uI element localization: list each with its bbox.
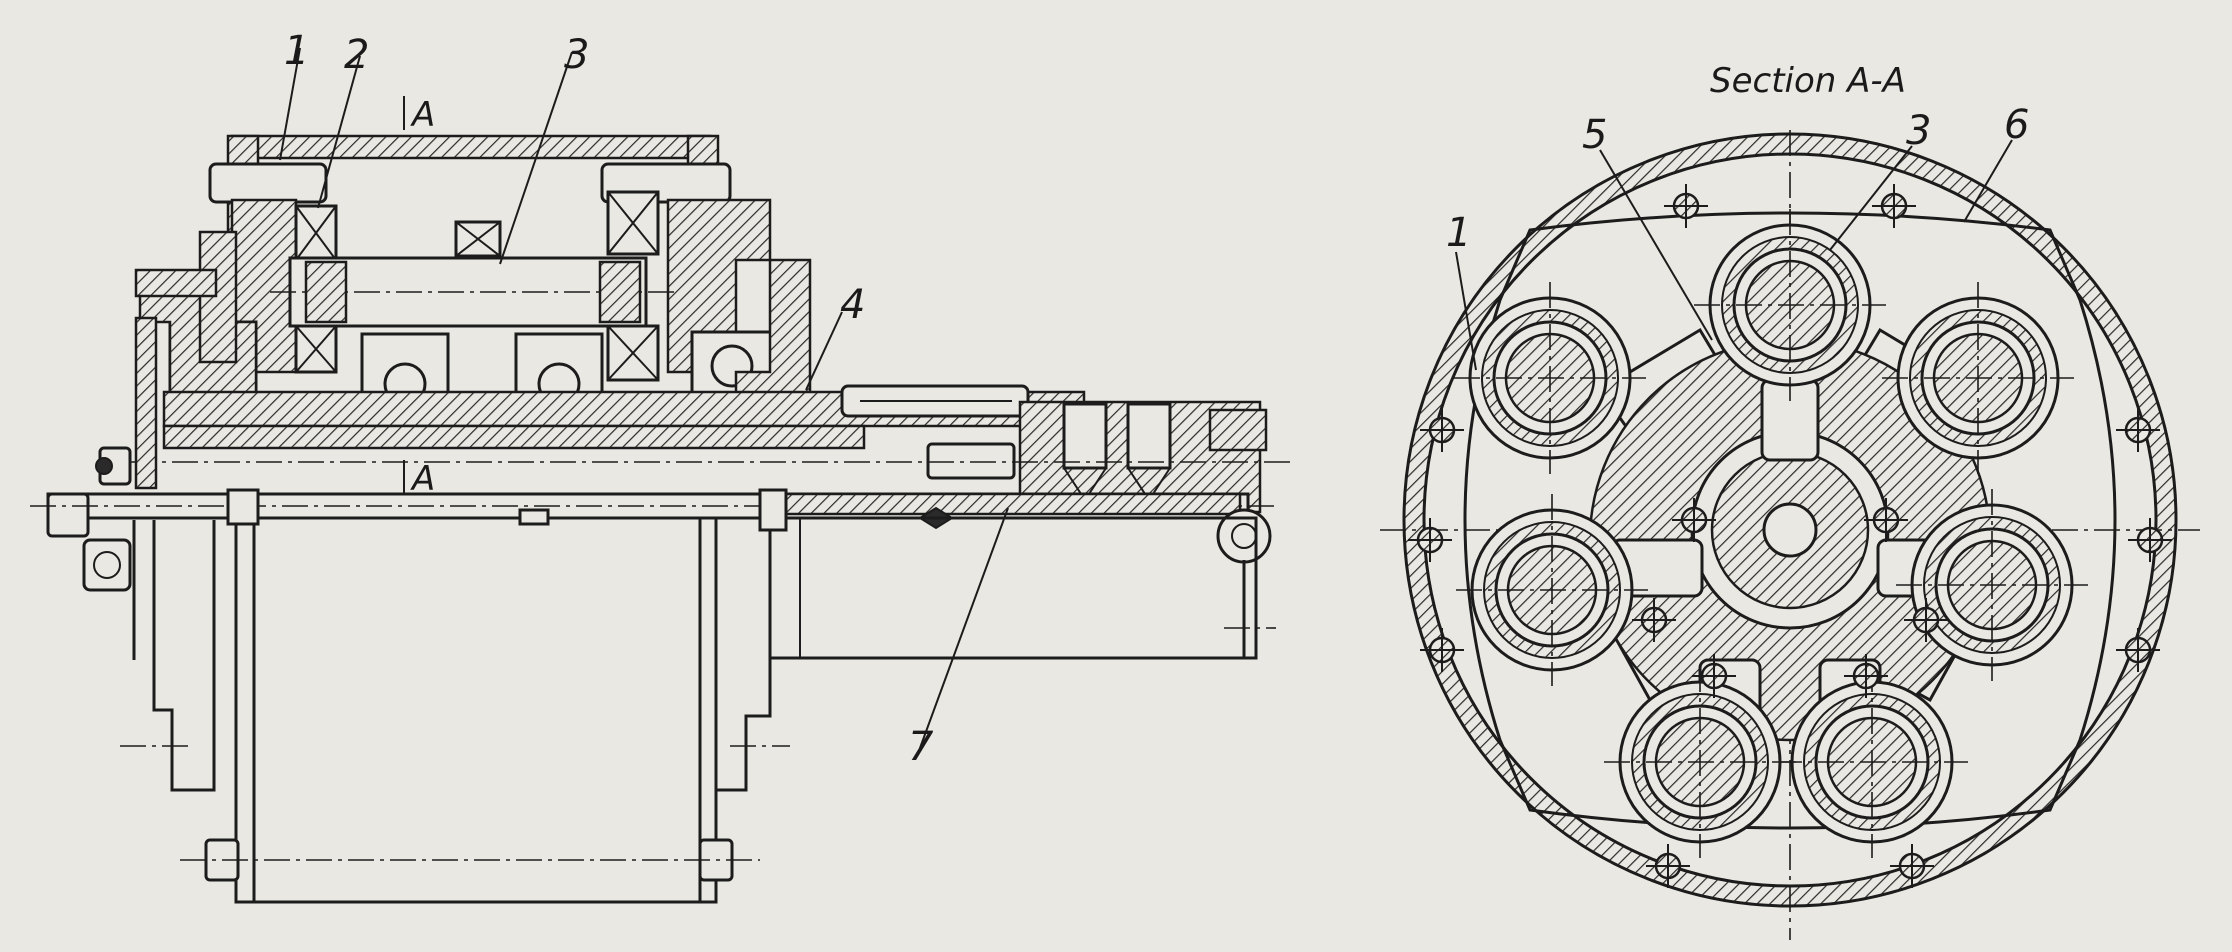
bolt-9 <box>1646 844 1690 888</box>
leader-s5 <box>1599 149 1713 341</box>
planet-bearing-7 <box>1454 282 1646 474</box>
motor-housing <box>120 488 1276 904</box>
bolt-5 <box>1408 518 1452 562</box>
section-mark-top: A <box>403 95 435 135</box>
label-s6: 6 <box>2004 102 2029 148</box>
label-1: 1 <box>284 28 309 74</box>
label-s5: 5 <box>1582 112 1607 158</box>
bolt-14 <box>1844 654 1888 698</box>
housing-bolts <box>1408 184 2172 888</box>
bolt-16 <box>1864 498 1908 542</box>
nozzle-left <box>1062 402 1108 470</box>
planet-bearings <box>1454 209 2088 858</box>
leader-2 <box>317 55 361 209</box>
bolt-13 <box>1692 654 1736 698</box>
label-7: 7 <box>908 724 934 770</box>
planet-bearing-3 <box>1896 489 2088 681</box>
top-cover <box>230 134 712 160</box>
label-s1: 1 <box>1446 210 1471 256</box>
bolt-7 <box>1420 628 1464 672</box>
label-s3: 3 <box>1906 108 1931 154</box>
planet-bearing-5 <box>1604 666 1796 858</box>
bolt-1 <box>1664 184 1708 228</box>
section-a-a-view: Section A-A <box>1380 61 2200 940</box>
bolt-4 <box>2116 408 2160 452</box>
leader-s1 <box>1455 251 1477 371</box>
bolt-6 <box>2128 518 2172 562</box>
leader-7 <box>919 507 1009 749</box>
nozzle-right <box>1126 402 1172 470</box>
leader-s6 <box>1963 139 2013 223</box>
bolt-3 <box>1420 408 1464 452</box>
label-2: 2 <box>344 32 369 78</box>
section-mark-bottom: A <box>403 459 435 499</box>
bolt-11 <box>1632 598 1676 642</box>
bolt-10 <box>1890 844 1934 888</box>
section-title: Section A-A <box>1710 61 1906 101</box>
planet-bearing-2 <box>1882 282 2074 474</box>
leader-3 <box>499 51 573 265</box>
bearing-right <box>606 190 660 382</box>
leader-4 <box>805 311 843 391</box>
label-4: 4 <box>840 282 865 328</box>
leader-1 <box>279 47 301 161</box>
planet-bearing-6 <box>1456 494 1648 686</box>
bolt-15 <box>1672 498 1716 542</box>
top-bolt-left <box>208 162 328 204</box>
bolt-8 <box>2116 628 2160 672</box>
bolt-2 <box>1872 184 1916 228</box>
label-3: 3 <box>564 32 589 78</box>
bolt-12 <box>1904 598 1948 642</box>
side-section-view: A A 1 2 3 4 7 <box>30 28 1290 904</box>
leader-s3 <box>1829 145 1913 251</box>
section-letter-top: A <box>410 95 435 135</box>
section-letter-bottom: A <box>410 459 435 499</box>
planet-bearing-1 <box>1694 209 1886 401</box>
